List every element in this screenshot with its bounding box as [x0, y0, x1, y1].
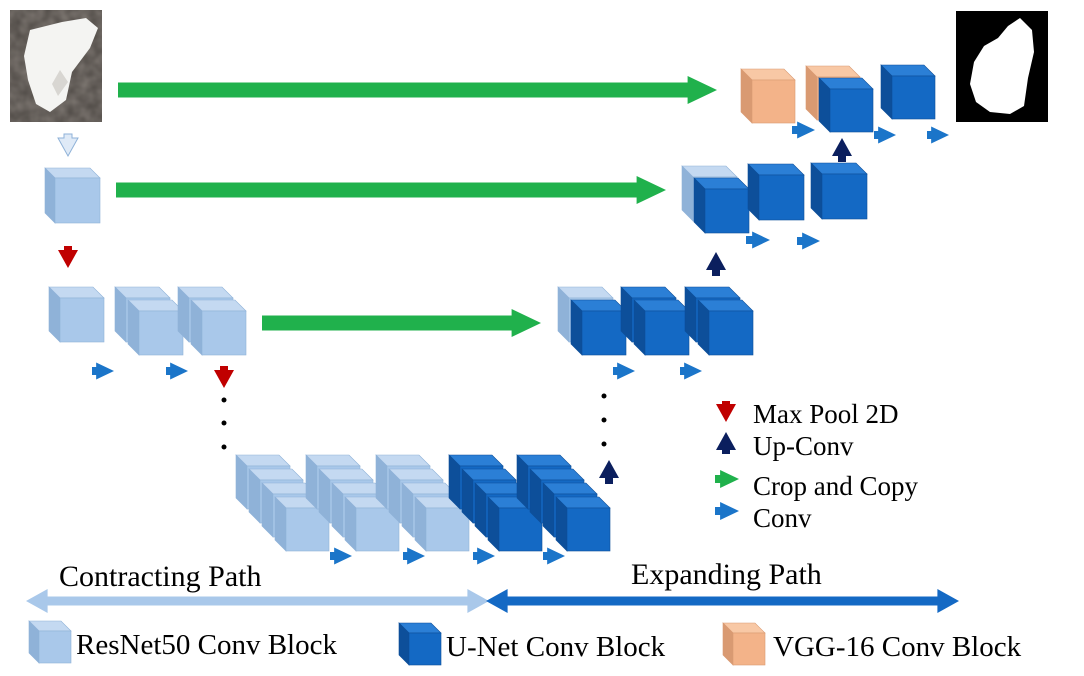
conv-block-r-4 — [44, 167, 101, 224]
bottleneck-block-4-3 — [555, 496, 611, 552]
legend-max-pool-icon — [716, 401, 736, 422]
max-pool-arrow-2 — [214, 366, 234, 388]
max-pool-arrow-1 — [58, 246, 78, 268]
arrows — [26, 76, 959, 613]
bottleneck-block-0-3 — [274, 496, 330, 552]
conv-arrow-1 — [874, 126, 896, 144]
conv-arrow-5 — [92, 362, 114, 380]
up-conv-arrow-2 — [706, 252, 726, 276]
legend-up-conv-label: Up-Conv — [753, 431, 854, 461]
unet-legend-label: U-Net Conv Block — [446, 631, 666, 663]
conv-block-r-9 — [48, 286, 105, 343]
expanding-path-arrow — [486, 589, 959, 613]
conv-block-u-3 — [880, 64, 936, 120]
up-conv-arrow-1 — [832, 138, 852, 162]
conv-arrow-4 — [797, 232, 820, 250]
resnet-legend-cube — [28, 620, 72, 664]
conv-arrow-12 — [543, 547, 565, 565]
crop-copy-arrow-2 — [116, 176, 666, 204]
conv-arrow-7 — [613, 362, 635, 380]
conv-arrow-2 — [927, 126, 949, 144]
expanding-path-label: Expanding Path — [631, 558, 822, 591]
conv-block-u-17 — [633, 299, 690, 356]
conv-block-u-19 — [697, 299, 754, 356]
crop-copy-arrow-3 — [262, 309, 541, 337]
legend-max-pool-label: Max Pool 2D — [753, 399, 899, 429]
input-photo-icon — [10, 10, 102, 122]
resnet-legend-label: ResNet50 Conv Block — [76, 629, 337, 661]
segmentation-mask-icon — [956, 11, 1048, 122]
input-arrow — [57, 133, 79, 158]
contracting-path-arrow — [26, 589, 489, 613]
vgg-legend-cube — [722, 622, 766, 666]
legend-crop-copy-label: Crop and Copy — [753, 471, 918, 501]
conv-block-v-0 — [740, 68, 796, 124]
conv-arrow-8 — [680, 362, 702, 380]
ellipsis-dots — [221, 393, 607, 450]
crop-copy-arrow-1 — [118, 76, 717, 104]
bottleneck-block-2-3 — [414, 496, 470, 552]
conv-arrow-9 — [330, 547, 352, 565]
conv-arrow-6 — [166, 362, 188, 380]
conv-block-u-15 — [570, 299, 627, 356]
contracting-path-label: Contracting Path — [59, 560, 261, 593]
vgg-legend-label: VGG-16 Conv Block — [773, 631, 1022, 663]
unet-legend-cube — [398, 622, 442, 666]
legend-conv-icon — [715, 502, 739, 520]
conv-block-r-13 — [190, 299, 247, 356]
conv-arrow-11 — [473, 547, 495, 565]
conv-arrow-10 — [403, 547, 425, 565]
conv-arrow-3 — [746, 231, 770, 249]
conv-blocks — [28, 64, 936, 666]
legend-up-conv-icon — [716, 432, 736, 454]
conv-arrow-0 — [792, 121, 815, 139]
conv-block-u-7 — [747, 163, 805, 221]
conv-block-u-8 — [810, 162, 868, 220]
legend-conv-label: Conv — [753, 503, 812, 533]
conv-block-u-6 — [693, 177, 750, 234]
conv-block-r-11 — [127, 299, 184, 356]
legend-crop-copy-icon — [715, 470, 739, 488]
conv-block-u-2 — [818, 77, 874, 133]
up-conv-arrow-3 — [599, 460, 619, 484]
